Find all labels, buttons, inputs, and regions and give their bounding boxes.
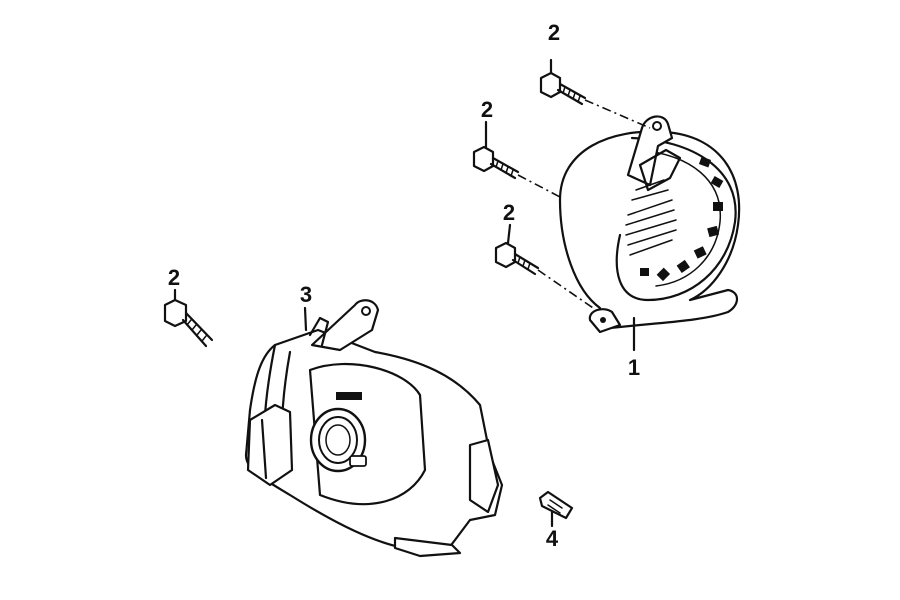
callout-part-2-left: 2 bbox=[168, 265, 180, 290]
callout-part-2-mid: 2 bbox=[481, 97, 493, 122]
callout-part-1: 1 bbox=[628, 355, 640, 380]
clip-part bbox=[538, 490, 574, 528]
callout-part-3: 3 bbox=[300, 282, 312, 307]
callout-part-4: 4 bbox=[546, 526, 559, 551]
alignment-lines bbox=[517, 99, 651, 311]
screw-mid bbox=[472, 120, 520, 180]
fan-cover-part bbox=[558, 115, 741, 352]
callout-part-2-top: 2 bbox=[548, 20, 560, 45]
screw-low bbox=[494, 223, 540, 276]
engine-shroud-part bbox=[244, 299, 504, 558]
screw-left bbox=[163, 288, 214, 348]
screw-top bbox=[539, 58, 587, 106]
callout-part-2-low: 2 bbox=[503, 200, 515, 225]
